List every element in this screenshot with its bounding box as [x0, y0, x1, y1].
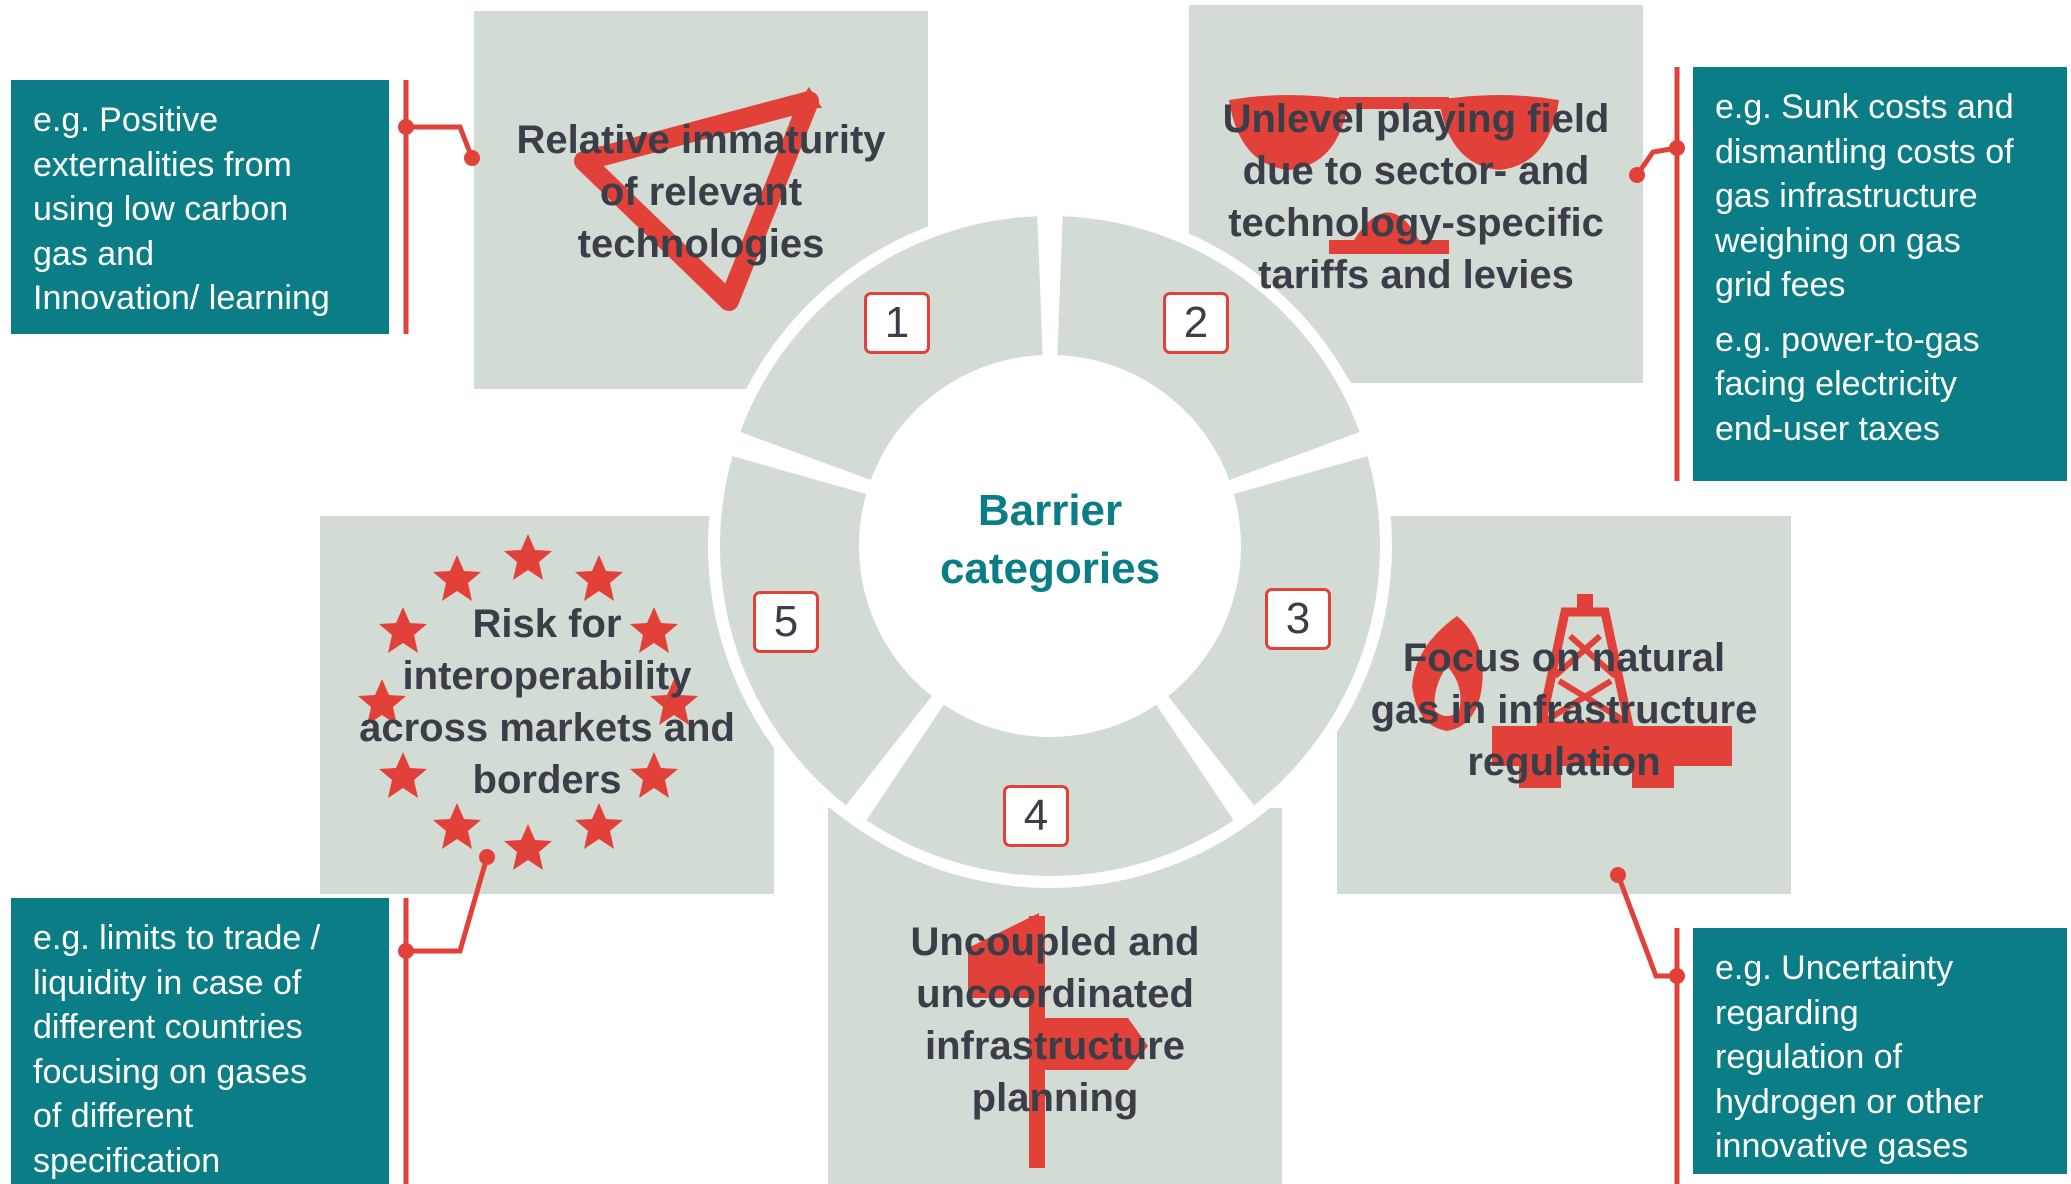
category-1-title: Relative immaturity of relevant technolo… — [516, 118, 886, 266]
example-box-category-3: e.g. Uncertainty regarding regulation of… — [1693, 928, 2067, 1174]
connector-dot — [464, 150, 480, 166]
connector-dot — [1669, 140, 1685, 156]
category-2-title: Unlevel playing field due to sector- and… — [1222, 97, 1610, 297]
connector-dot — [1669, 968, 1685, 984]
example-text: e.g. Uncertainty regarding regulation of… — [1715, 949, 1984, 1165]
ring-segment-5 — [720, 456, 932, 806]
panel-category-1: Relative immaturity of relevant technolo… — [474, 11, 928, 389]
category-5-title: Risk for interoperability across markets… — [359, 602, 735, 802]
example-text: e.g. Positive externalities from using l… — [33, 101, 330, 317]
example-text: e.g. power-to-gas facing electricity end… — [1715, 320, 1980, 448]
category-4-title: Uncoupled and uncoordinated infrastructu… — [910, 920, 1200, 1120]
example-text: e.g. Sunk costs and dismantling costs of… — [1715, 88, 2014, 304]
connector-dot — [398, 119, 414, 135]
gas-rig-icon — [1412, 594, 1732, 788]
hourglass-icon — [1229, 95, 1559, 254]
connector-leader-5 — [406, 856, 490, 954]
triangle-arrows-icon — [574, 87, 822, 311]
number-badge-1: 1 — [864, 292, 930, 354]
connector-leader-1 — [406, 124, 475, 159]
panel-category-3: Focus on natural gas in infrastructure r… — [1337, 516, 1791, 894]
signpost-icon — [968, 913, 1148, 1168]
panel-category-5: Risk for interoperability across markets… — [320, 516, 774, 894]
center-label: Barrier categories — [939, 486, 1161, 593]
connector-dot — [398, 943, 414, 959]
example-box-category-1: e.g. Positive externalities from using l… — [11, 80, 389, 334]
example-text: e.g. limits to trade / liquidity in case… — [33, 919, 321, 1180]
connector-leader-3 — [1615, 874, 1677, 979]
example-box-category-2: e.g. Sunk costs and dismantling costs of… — [1693, 67, 2067, 481]
number-badge-5: 5 — [753, 591, 819, 653]
number-badge-3: 3 — [1265, 588, 1331, 650]
number-badge-4: 4 — [1003, 785, 1069, 847]
example-box-category-5: e.g. limits to trade / liquidity in case… — [11, 898, 389, 1184]
connector-dot — [1629, 167, 1645, 183]
number-badge-2: 2 — [1163, 292, 1229, 354]
connector-dot — [479, 849, 495, 865]
connector-dot — [1610, 867, 1626, 883]
panel-category-2: Unlevel playing field due to sector- and… — [1189, 5, 1643, 383]
category-3-title: Focus on natural gas in infrastructure r… — [1370, 636, 1758, 784]
connector-leader-2 — [1634, 145, 1678, 177]
